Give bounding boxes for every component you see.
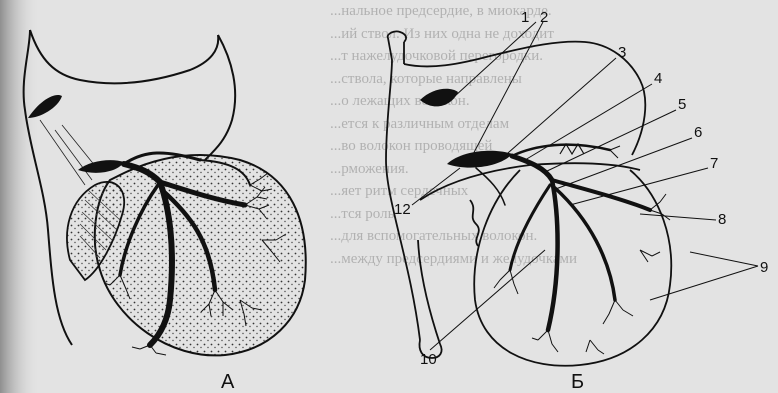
leader-4 xyxy=(525,84,652,160)
av-node-a xyxy=(78,160,124,173)
leader-2 xyxy=(470,22,543,160)
callout-6: 6 xyxy=(694,124,702,141)
leader-9b xyxy=(690,252,758,266)
callout-1: 1 xyxy=(521,9,529,26)
callout-7: 7 xyxy=(710,155,718,172)
leader-8 xyxy=(640,214,716,220)
panel-b-conduction-system xyxy=(420,89,670,354)
av-node-b xyxy=(447,151,512,168)
callout-4: 4 xyxy=(654,70,662,87)
sa-node-b xyxy=(420,89,458,107)
panel-b-label: Б xyxy=(571,371,584,393)
leader-5 xyxy=(545,110,676,172)
panel-a-label: А xyxy=(221,371,235,393)
callout-9: 9 xyxy=(760,259,768,276)
callout-3: 3 xyxy=(618,44,626,61)
callout-8: 8 xyxy=(718,211,726,228)
callout-12: 12 xyxy=(394,201,411,218)
callout-10: 10 xyxy=(420,351,437,368)
callout-5: 5 xyxy=(678,96,686,113)
leader-9a xyxy=(650,266,758,300)
callout-2: 2 xyxy=(540,9,548,26)
callout-leaders xyxy=(412,22,758,350)
scan-shadow xyxy=(0,0,40,393)
leader-7 xyxy=(570,168,708,205)
panel-b-heart xyxy=(386,31,671,365)
leader-12 xyxy=(412,168,460,205)
leader-10 xyxy=(430,250,545,350)
